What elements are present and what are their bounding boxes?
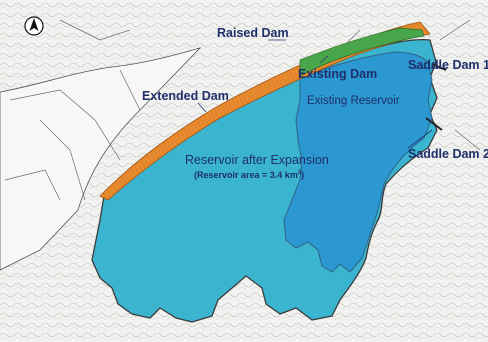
reservoir-area-label: (Reservoir area = 3.4 km2) (194, 170, 304, 180)
reservoir-area-close: ) (301, 170, 305, 180)
saddle-dam-1-marker (431, 63, 447, 71)
extended-dam-label: Extended Dam (142, 89, 229, 103)
north-arrow-icon (24, 16, 44, 36)
coastline-area (0, 47, 202, 271)
road-network (4, 19, 481, 201)
reservoir-area-superscript: 2 (297, 170, 302, 176)
reservoir-area-text: (Reservoir area = 3.4 km (194, 170, 298, 180)
reservoir-after-expansion-label: Reservoir after Expansion (185, 153, 329, 167)
existing-reservoir-label: Existing Reservoir (307, 95, 400, 107)
saddle-dam-2-label: Saddle Dam 2 (408, 147, 488, 161)
existing-reservoir-area (283, 51, 433, 273)
saddle-dam-1-label: Saddle Dam 1 (408, 58, 488, 72)
north-letter: N (30, 20, 31, 21)
raised-dam-label: Raised Dam (217, 26, 289, 40)
existing-dam-crest (299, 27, 425, 77)
existing-dam-label: Existing Dam (298, 67, 378, 81)
label-leader-lines (197, 39, 440, 149)
saddle-dam-2-marker (425, 117, 443, 131)
